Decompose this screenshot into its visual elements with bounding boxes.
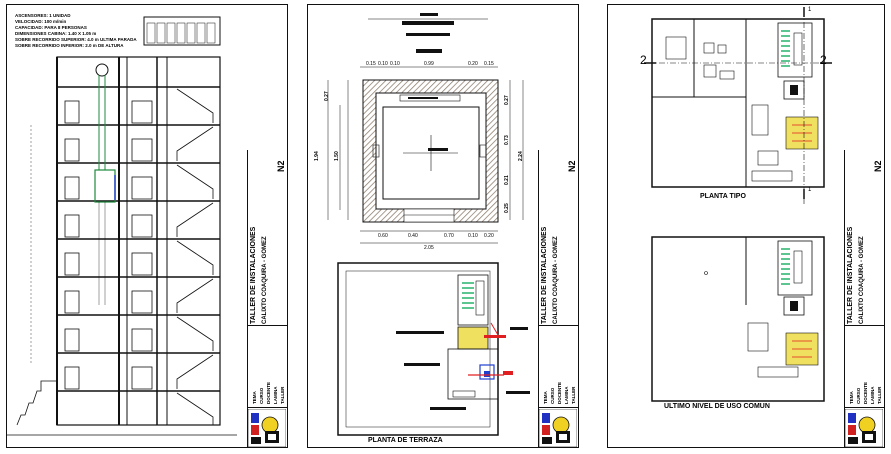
field-label: LAMINA xyxy=(273,386,278,405)
dim-total-label: 2.05 xyxy=(424,245,434,251)
dim-label: 0.20 xyxy=(468,61,478,67)
student-name: CALIXTO COAQUIRA - GOMEZ xyxy=(262,236,268,324)
dim-label: 0.15 xyxy=(484,61,494,67)
note-line: DIMENSIONES CABINA: 1.40 X 1.05 m xyxy=(15,31,97,36)
section-mark: 1 xyxy=(808,187,812,193)
sheet-number: N2 xyxy=(567,160,577,172)
dim-label: 0.40 xyxy=(408,233,418,239)
terrace-plan-title: PLANTA DE TERRAZA xyxy=(368,437,443,444)
ultimo-nivel-title: ULTIMO NIVEL DE USO COMUN xyxy=(664,403,770,410)
dim-label: 1.50 xyxy=(334,151,340,161)
sheet-elevator-plan: 0.15 0.10 0.10 0.99 0.20 0.15 0.60 0.40 … xyxy=(307,4,579,448)
sheet-number: N2 xyxy=(276,160,286,172)
course-title: TALLER DE INSTALACIONES xyxy=(250,226,257,324)
note-line: ASCENSORES: 1 UNIDAD xyxy=(15,13,71,18)
dim-label: 0.60 xyxy=(378,233,388,239)
dim-label: 0.10 xyxy=(378,61,388,67)
course-title: TALLER DE INSTALACIONES xyxy=(541,226,548,324)
university-logo xyxy=(539,409,577,447)
field-label: CURSO xyxy=(259,387,264,404)
sheet-floor-plans: 2 2 1 1 PLANTA TIPO ULTIMO NIVEL DE USO … xyxy=(607,4,885,448)
dim-label: 0.27 xyxy=(504,95,510,105)
university-logo xyxy=(248,409,286,447)
section-mark: 2 xyxy=(820,53,827,67)
title-block: TALLER DE INSTALACIONES CALIXTO COAQUIRA… xyxy=(844,150,884,448)
course-title: TALLER DE INSTALACIONES xyxy=(847,226,854,324)
note-line: SOBRE RECORRIDO SUPERIOR: 4.0 m ULTIMA P… xyxy=(15,37,137,42)
field-label: CURSO xyxy=(856,387,861,404)
building-section-drawing xyxy=(7,16,237,436)
field-value: TALLER xyxy=(280,386,285,404)
university-logo xyxy=(845,409,883,447)
field-label: TEMA xyxy=(849,391,854,404)
elevator-shaft-plan-drawing xyxy=(327,13,530,436)
sheet-number: N2 xyxy=(873,160,883,172)
note-line: CAPACIDAD: PARA 8 PERSONAS xyxy=(15,25,87,30)
dim-label: 0.70 xyxy=(444,233,454,239)
title-block: TALLER DE INSTALACIONES CALIXTO COAQUIRA… xyxy=(247,150,287,448)
title-block: TALLER DE INSTALACIONES CALIXTO COAQUIRA… xyxy=(538,150,578,448)
notes-block: ASCENSORES: 1 UNIDAD VELOCIDAD: 100 m/mi… xyxy=(15,13,155,49)
dim-label: 1.94 xyxy=(314,151,320,161)
field-label: LAMINA xyxy=(564,386,569,405)
section-mark: 2 xyxy=(640,53,647,67)
dim-label: 0.10 xyxy=(390,61,400,67)
note-line: SOBRE RECORRIDO INFERIOR: 2.0 m DE ALTUR… xyxy=(15,43,124,48)
dim-label: 0.25 xyxy=(504,203,510,213)
dim-label: 0.99 xyxy=(424,61,434,67)
dim-label: 0.73 xyxy=(504,135,510,145)
dim-label: 0.20 xyxy=(484,233,494,239)
field-label: TEMA xyxy=(252,391,257,404)
planta-tipo-title: PLANTA TIPO xyxy=(700,193,746,200)
floor-plans-drawing xyxy=(644,7,832,402)
section-mark: 1 xyxy=(808,7,812,13)
field-label: DOCENTE xyxy=(863,381,868,404)
dim-label: 0.21 xyxy=(504,175,510,185)
dim-label: 0.15 xyxy=(366,61,376,67)
field-label: LAMINA xyxy=(870,386,875,405)
field-value: TALLER xyxy=(571,386,576,404)
student-name: CALIXTO COAQUIRA - GOMEZ xyxy=(553,236,559,324)
field-label: DOCENTE xyxy=(266,381,271,404)
sheet-elevator-section: ASCENSORES: 1 UNIDAD VELOCIDAD: 100 m/mi… xyxy=(6,4,288,448)
student-name: CALIXTO COAQUIRA - GOMEZ xyxy=(859,236,865,324)
dim-label: 0.27 xyxy=(324,91,330,101)
note-line: VELOCIDAD: 100 m/min xyxy=(15,19,67,24)
field-label: TEMA xyxy=(543,391,548,404)
field-value: TALLER xyxy=(877,386,882,404)
dim-label: 2.24 xyxy=(518,151,524,161)
field-label: CURSO xyxy=(550,387,555,404)
dim-label: 0.10 xyxy=(468,233,478,239)
field-label: DOCENTE xyxy=(557,381,562,404)
